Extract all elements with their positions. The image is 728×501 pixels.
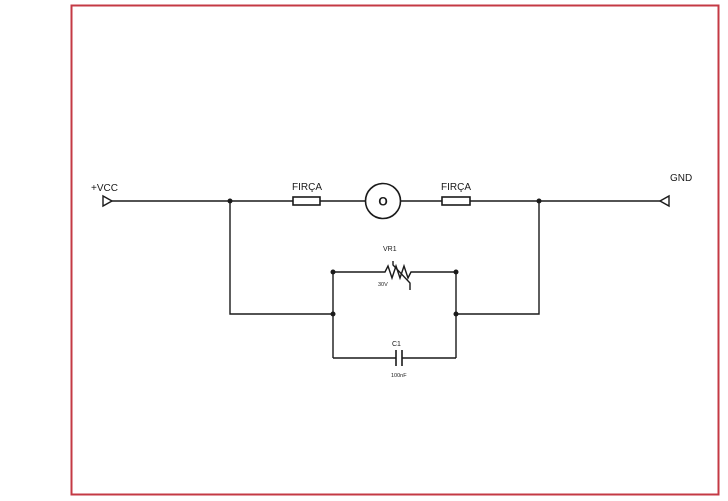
gnd-terminal-icon <box>658 194 670 208</box>
brush-right <box>441 196 471 206</box>
capacitor-label: C1 <box>392 341 401 348</box>
junction-dot <box>536 198 542 204</box>
junction-dot <box>453 269 459 275</box>
junction-dot <box>453 311 459 317</box>
motor-label: O <box>378 195 387 209</box>
varistor-label: VR1 <box>383 246 397 253</box>
junction-dot <box>227 198 233 204</box>
varistor-diagonal <box>392 261 411 290</box>
brush-left <box>292 196 321 206</box>
wire-right-branch <box>456 201 540 315</box>
vcc-label: +VCC <box>91 183 118 194</box>
gnd-label: GND <box>670 173 692 184</box>
wire-left-branch <box>229 201 333 315</box>
varistor-icon <box>380 263 415 281</box>
schematic-frame <box>70 4 720 496</box>
vcc-terminal-icon <box>102 194 114 208</box>
motor-icon <box>364 182 402 220</box>
varistor-value: 30V <box>378 282 388 288</box>
brush-right-label: FIRÇA <box>441 182 471 193</box>
junction-dot <box>330 311 336 317</box>
capacitor-value: 100nF <box>391 373 407 379</box>
junction-dot <box>330 269 336 275</box>
brush-left-label: FIRÇA <box>292 182 322 193</box>
